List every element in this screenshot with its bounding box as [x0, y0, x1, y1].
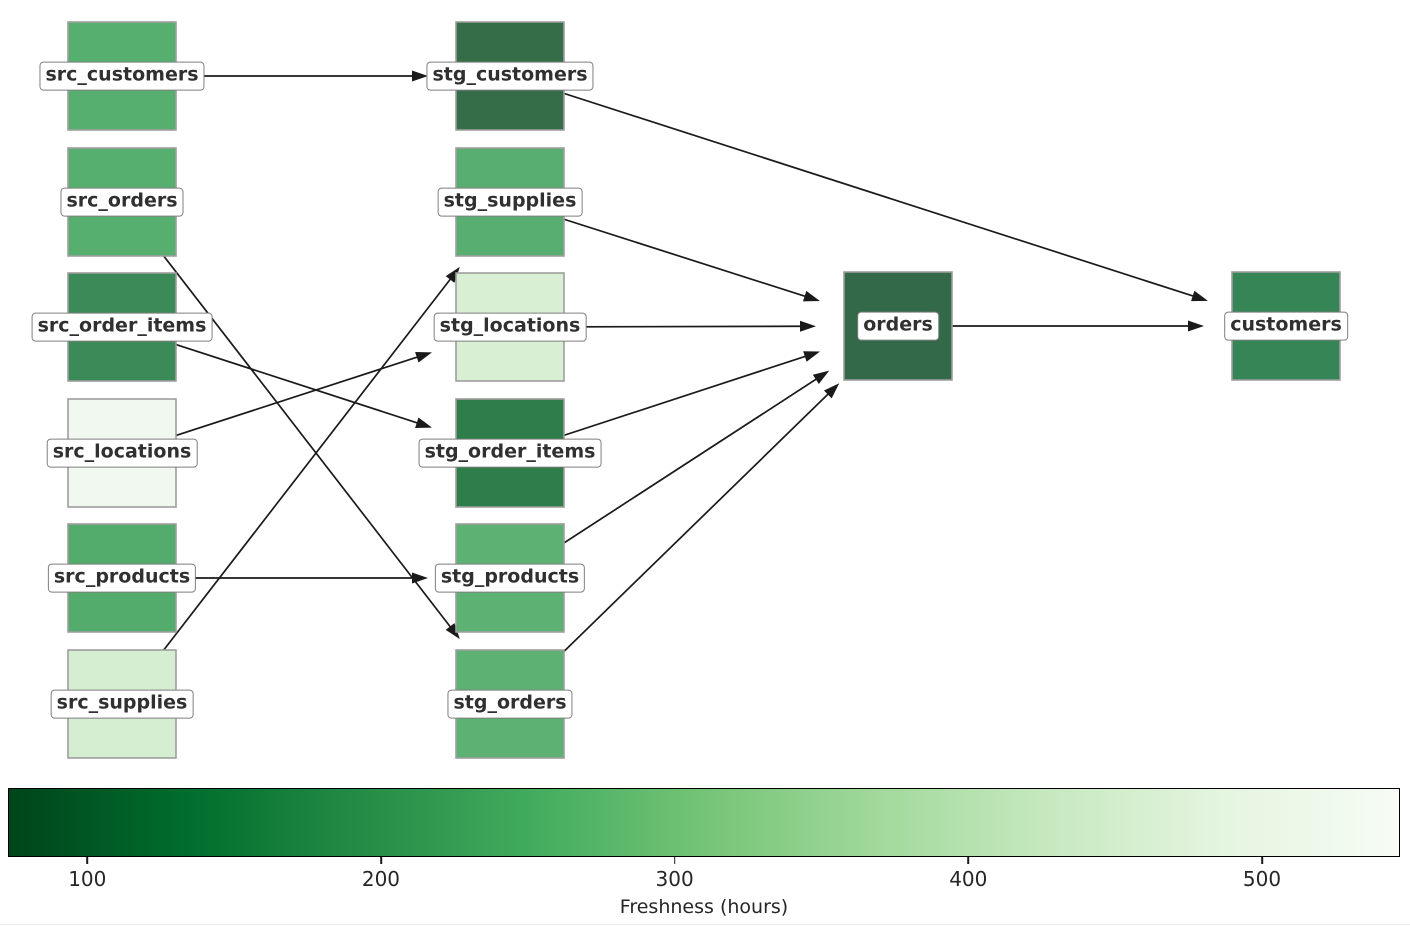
edge-src_supplies-to-stg_supplies: [121, 276, 453, 705]
node-label-orders: orders: [857, 311, 939, 341]
colorbar-tick: [673, 857, 676, 864]
node-label-src-locations: src_locations: [46, 438, 198, 468]
colorbar-tick-label: 100: [68, 867, 107, 891]
node-label-stg-supplies: stg_supplies: [437, 187, 583, 217]
edge-src_orders-to-stg_orders: [121, 201, 453, 630]
node-label-src-supplies: src_supplies: [50, 689, 194, 719]
arrowhead-src_orders-to-stg_orders: [445, 623, 460, 640]
arrowhead-stg_locations-to-orders: [799, 320, 817, 332]
node-label-src-orders: src_orders: [60, 187, 184, 217]
arrowhead-src_customers-to-stg_customers: [412, 70, 428, 82]
colorbar-tick-label: 200: [361, 867, 401, 891]
node-label-stg-locations: stg_locations: [433, 312, 587, 342]
arrowhead-src_supplies-to-stg_supplies: [445, 266, 460, 283]
figure-bottom-rule: [0, 924, 1410, 925]
colorbar-tick-label: 500: [1242, 867, 1282, 891]
freshness-colorbar: 100 200 300 400 500 Freshness (hours): [8, 788, 1400, 926]
node-label-src-customers: src_customers: [39, 61, 205, 91]
colorbar-tick: [86, 857, 89, 864]
arrowhead-stg_products-to-orders: [812, 370, 830, 384]
node-label-stg-customers: stg_customers: [426, 61, 594, 91]
arrowhead-src_locations-to-stg_locations: [415, 352, 433, 363]
node-label-src-products: src_products: [47, 563, 197, 593]
colorbar-axis-label: Freshness (hours): [619, 896, 789, 918]
arrowhead-stg_orders-to-orders: [823, 383, 840, 399]
edge-stg_customers-to-customers: [509, 75, 1196, 298]
colorbar-tick: [380, 857, 382, 864]
node-label-stg-orders: stg_orders: [447, 689, 573, 719]
colorbar-gradient: [8, 788, 1400, 857]
arrowhead-src_order_items-to-stg_order_items: [415, 417, 433, 428]
node-label-stg-order-items: stg_order_items: [418, 438, 602, 468]
arrowhead-stg_order_items-to-orders: [803, 351, 821, 362]
arrowhead-src_products-to-stg_products: [412, 572, 428, 584]
colorbar-tick: [967, 857, 970, 864]
arrowhead-stg_supplies-to-orders: [802, 290, 820, 302]
arrowhead-orders-to-customers: [1188, 320, 1204, 332]
arrowhead-stg_customers-to-customers: [1191, 290, 1208, 302]
colorbar-tick-label: 300: [655, 867, 694, 891]
node-label-stg-products: stg_products: [434, 563, 586, 593]
node-label-customers: customers: [1224, 311, 1348, 341]
node-label-src-order-items: src_order_items: [31, 312, 213, 342]
colorbar-tick: [1261, 857, 1263, 864]
colorbar-tick-label: 400: [949, 867, 988, 891]
